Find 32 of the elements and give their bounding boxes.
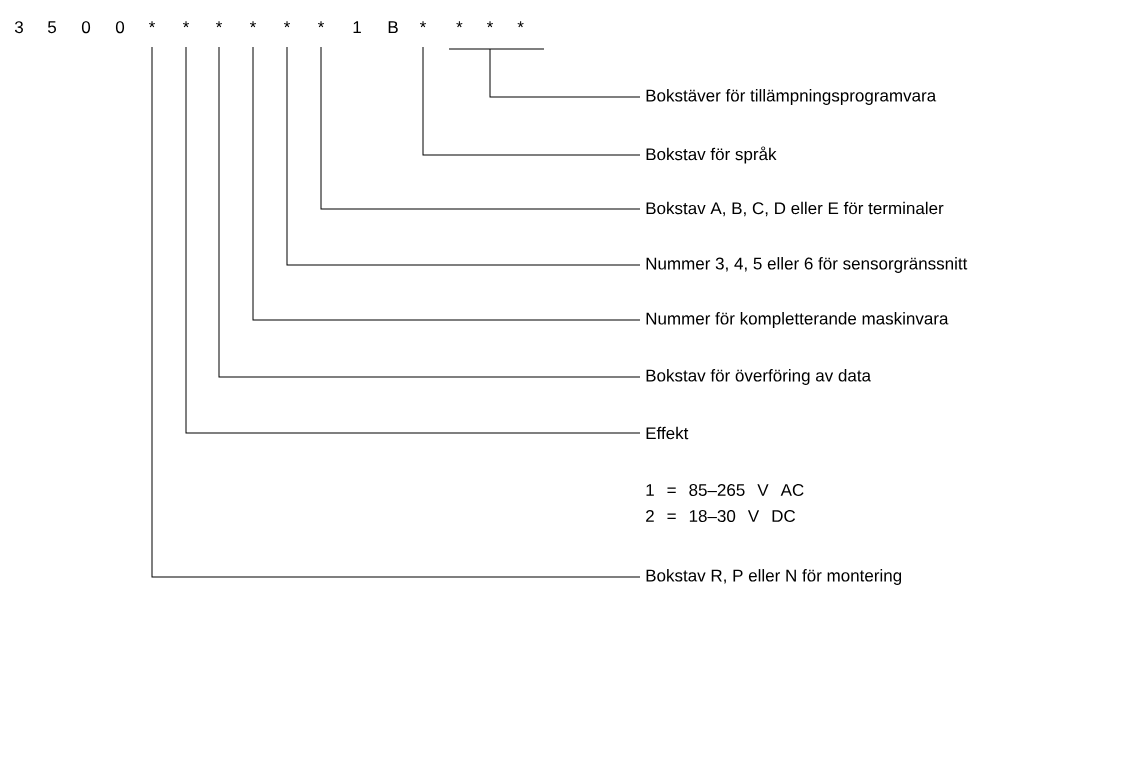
code-character: 0 (115, 21, 125, 34)
leader-line (218, 46, 641, 378)
code-character: * (249, 21, 257, 28)
code-character: 1 (353, 21, 361, 33)
value-text: 1 = 85–265 V AC (646, 484, 804, 497)
description-text: Bokstav A, B, C, D eller E för terminaler (646, 201, 944, 217)
description-text: Bokstav R, P eller N för montering (646, 569, 902, 585)
code-character: * (182, 21, 190, 28)
value-text: 2 = 18–30 V DC (646, 510, 796, 523)
description-text: Nummer 3, 4, 5 eller 6 för sensorgränssnitt (646, 257, 968, 273)
leader-line (422, 46, 641, 156)
code-group: * * * (448, 21, 545, 50)
code-character: * (283, 21, 291, 28)
code-character: 3 (14, 21, 23, 34)
code-character: * (419, 21, 427, 28)
leader-line (489, 48, 641, 98)
code-character: * (148, 21, 156, 28)
description-text: Bokstav för överföring av data (646, 369, 871, 385)
code-character: 5 (47, 21, 56, 34)
code-character: 0 (81, 21, 91, 34)
leader-line (151, 46, 641, 578)
description-text: Bokstav för språk (646, 146, 777, 164)
code-character: * (215, 21, 223, 28)
description-text: Nummer för kompletterande maskinvara (646, 312, 949, 328)
leader-line (320, 46, 641, 210)
code-character: B (388, 21, 398, 33)
leader-line (252, 46, 641, 321)
leader-line (286, 46, 641, 266)
code-character: * (317, 21, 325, 28)
leader-line (185, 46, 641, 434)
description-text: Effekt (646, 426, 689, 440)
description-text: Bokstäver för tillämpningsprogramvara (646, 89, 937, 105)
